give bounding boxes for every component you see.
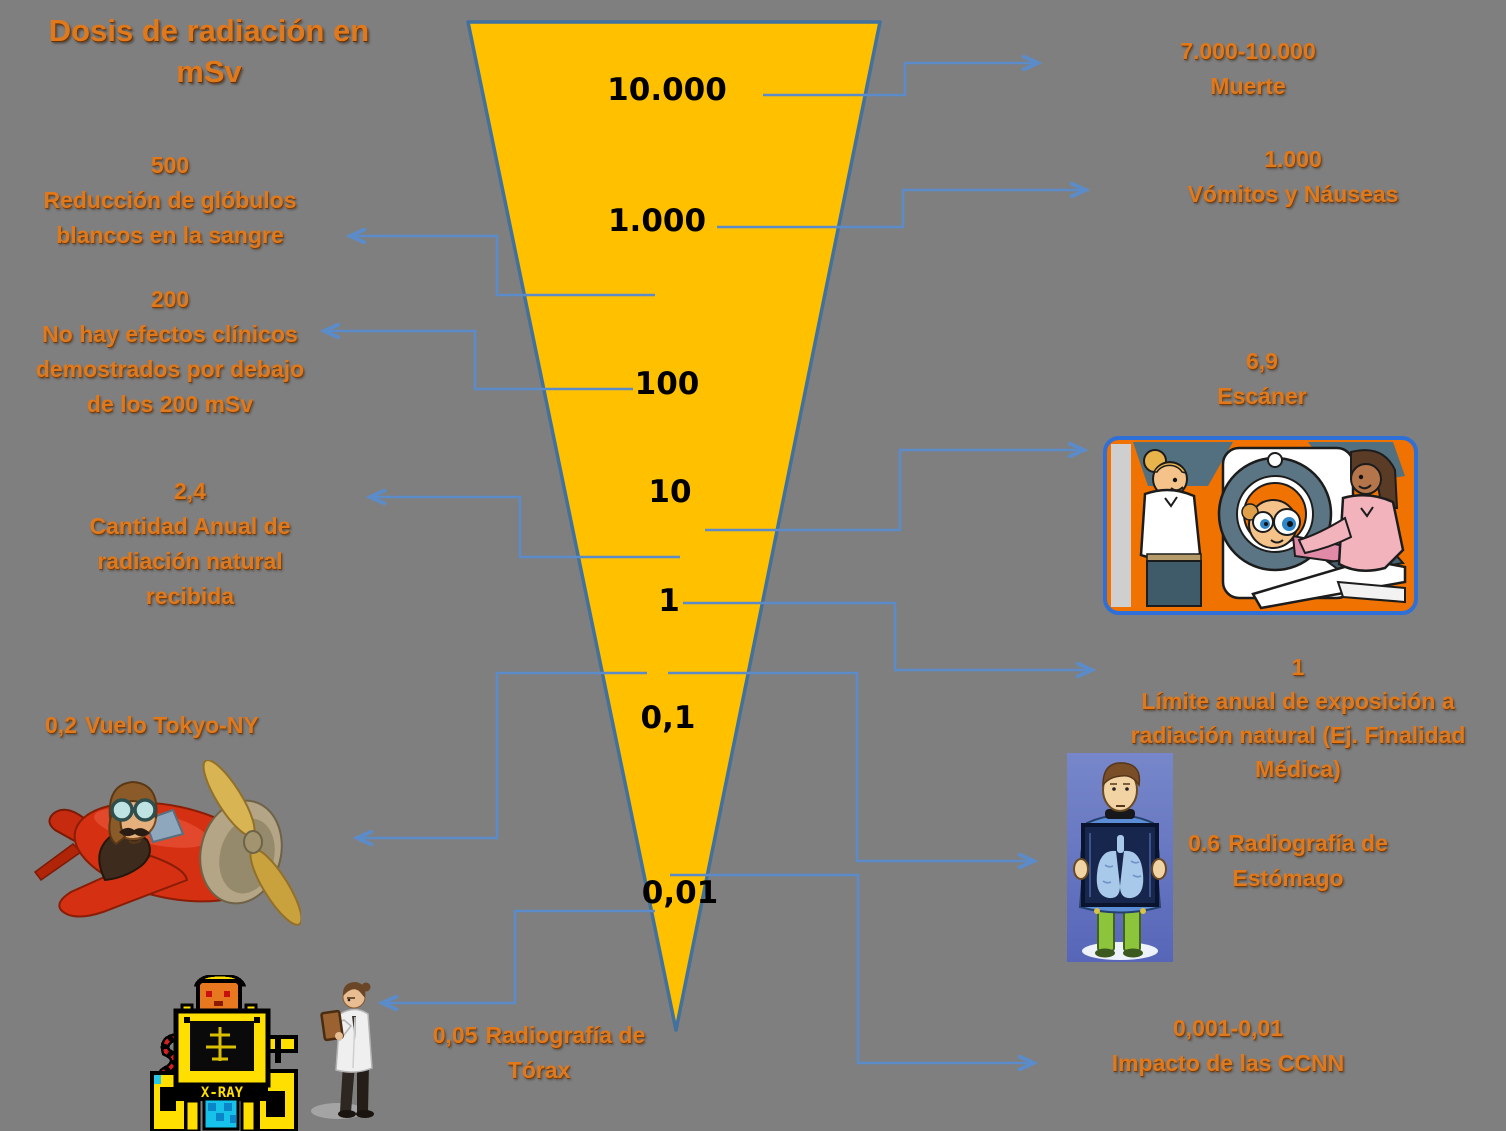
dose-label: Reducción de glóbulos blancos en la sang… <box>43 187 297 248</box>
dose-label: Escáner <box>1217 383 1307 409</box>
funnel-triangle <box>466 20 882 1032</box>
ct-scanner-image <box>1103 436 1418 615</box>
connector-1-limite <box>683 601 1092 670</box>
page-title: Dosis de radiación en mSv <box>48 13 370 89</box>
connector-200 <box>324 331 633 391</box>
dose-value: 0,001-0,01 <box>1173 1015 1283 1041</box>
connector-500 <box>350 236 655 297</box>
xray-machine-label: X-RAY <box>201 1085 244 1101</box>
scale-label-1000: 1.000 <box>607 203 707 239</box>
connector-0-2-vuelo <box>357 671 647 838</box>
xray-machine-image: X-RAY <box>150 975 298 1131</box>
chest-xray-patient-image <box>1067 753 1173 962</box>
dose-value: 2,4 <box>174 478 206 504</box>
scale-label-1: 1 <box>658 583 680 619</box>
scale-label-0-1: 0,1 <box>640 700 696 736</box>
connector-10000-muerte <box>763 63 1038 97</box>
airplane-image <box>33 760 301 926</box>
annotation-vuelo-tokyo-ny: 0,2 Vuelo Tokyo-NY <box>45 708 345 743</box>
dose-value: 0.6 <box>1188 830 1221 856</box>
dose-value: 500 <box>150 152 190 178</box>
dose-label: Cantidad Anual de radiación natural reci… <box>89 513 291 609</box>
doctor-image <box>311 982 374 1119</box>
connector-ccnn <box>670 873 1034 1063</box>
connector-0-6-estomago <box>668 671 1034 861</box>
dose-value: 200 <box>150 286 190 312</box>
dose-label: Radiografía de Tórax <box>485 1022 646 1083</box>
dose-label: Muerte <box>1210 73 1286 99</box>
connector-10-escaner <box>705 450 1084 532</box>
dose-label: Vómitos y Náuseas <box>1187 181 1399 207</box>
dose-label: No hay efectos clínicos demostrados por … <box>35 321 305 417</box>
scale-label-10: 10 <box>648 474 692 510</box>
dose-value: 7.000-10.000 <box>1180 38 1316 64</box>
scale-label-10000: 10.000 <box>607 72 727 108</box>
connector-1000-vomitos <box>717 190 1086 229</box>
annotation-radiografia-torax: 0,05 Radiografía de Tórax <box>408 1018 670 1088</box>
dose-value: 6,9 <box>1246 348 1278 374</box>
dose-label: Vuelo Tokyo-NY <box>84 712 259 738</box>
dose-label: Radiografía de Estómago <box>1228 830 1388 891</box>
annotation-radiografia-estomago: 0.6 Radiografía de Estómago <box>1162 826 1414 896</box>
dose-value: 1 <box>1291 654 1305 680</box>
connector-0-05-torax <box>382 909 655 1003</box>
dose-value: 0,2 <box>45 712 77 738</box>
dose-label: Impacto de las CCNN <box>1111 1050 1345 1076</box>
dose-value: 0,05 <box>432 1022 478 1048</box>
dose-value: 1.000 <box>1264 146 1322 172</box>
connector-2-4 <box>370 497 680 559</box>
scale-label-100: 100 <box>634 366 700 402</box>
annotation-200: 200 No hay efectos clínicos demostrados p… <box>10 282 330 422</box>
dose-label: Límite anual de exposición a radiación n… <box>1130 688 1466 782</box>
scale-label-0-01: 0,01 <box>641 875 719 911</box>
